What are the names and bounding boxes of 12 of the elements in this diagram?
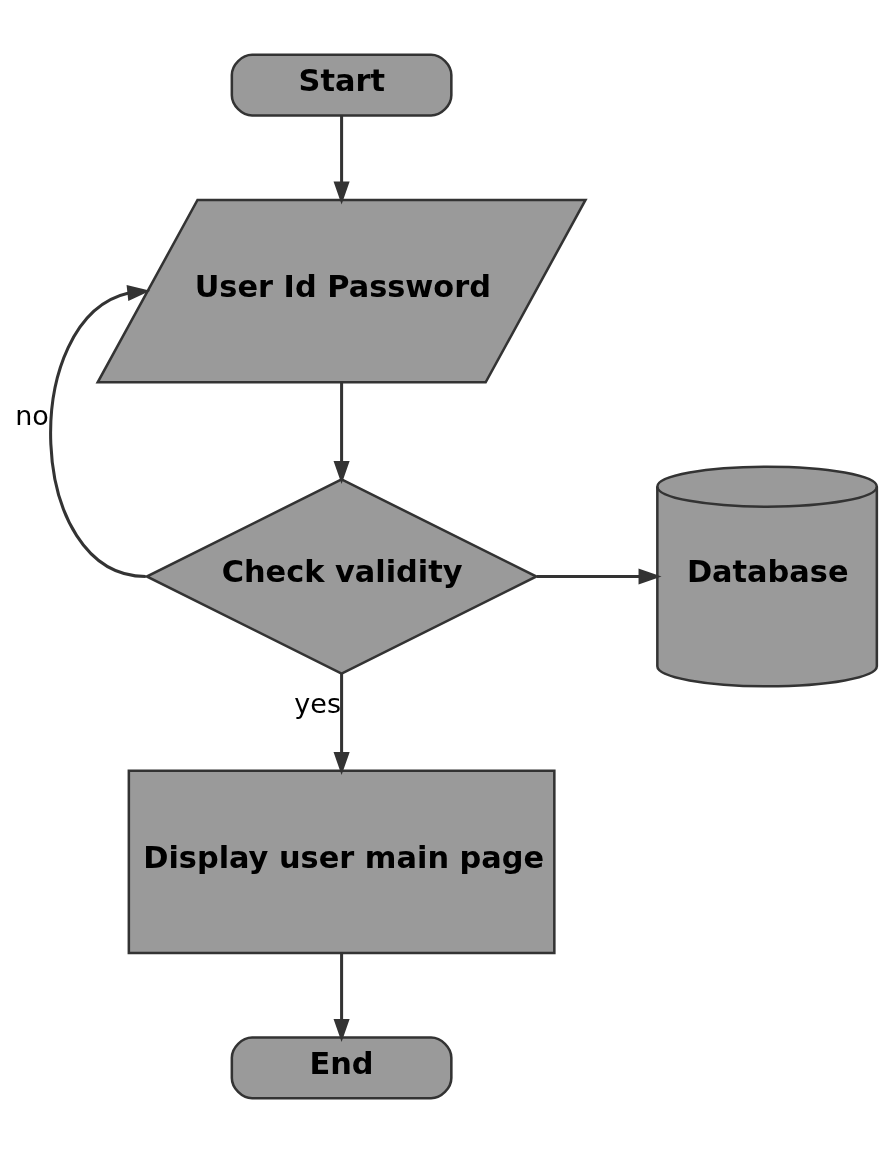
node-box: Start <box>230 53 453 117</box>
edge-label: yes <box>294 688 341 720</box>
arrow <box>49 285 151 578</box>
edge-label: no <box>15 399 49 431</box>
node-box: Display user main page <box>127 769 556 955</box>
node-diamond: Check validity <box>143 478 540 675</box>
arrow <box>333 673 350 776</box>
arrow <box>333 115 350 205</box>
node-box: End <box>230 1036 453 1100</box>
arrow <box>333 382 350 484</box>
arrow <box>333 953 350 1042</box>
arrow <box>536 568 662 585</box>
